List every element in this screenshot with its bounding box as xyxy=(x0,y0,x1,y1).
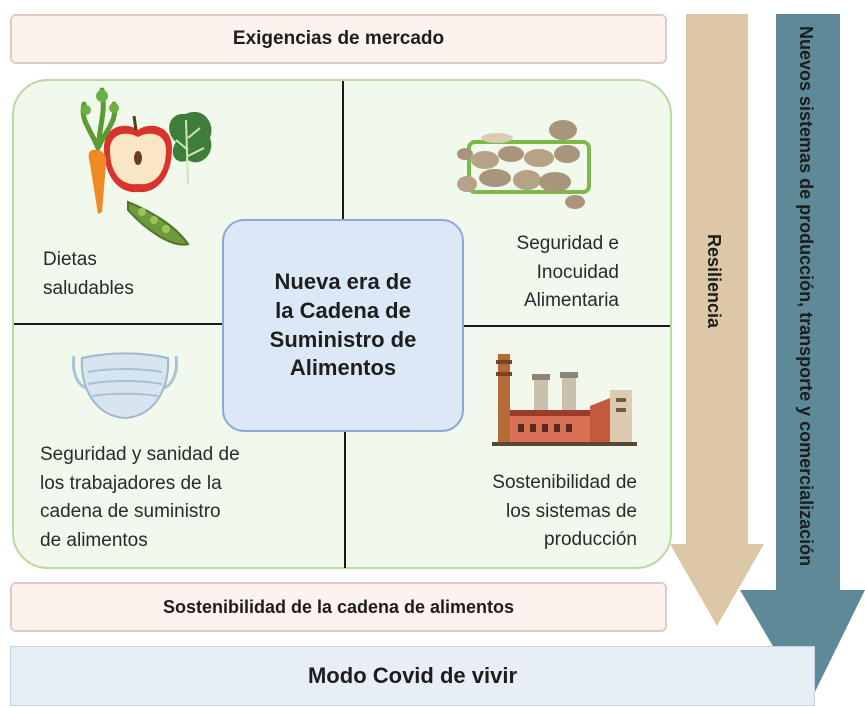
food-chain-sustainability-label: Sostenibilidad de la cadena de alimentos xyxy=(162,596,515,617)
center-box: Nueva era de la Cadena de Suministro de … xyxy=(222,219,464,432)
market-demands-bar: Exigencias de mercado xyxy=(10,14,667,64)
center-title: Nueva era de la Cadena de Suministro de … xyxy=(269,269,417,381)
divider-vertical-bottom xyxy=(344,432,346,568)
covid-living-bar: Modo Covid de vivir xyxy=(10,646,815,706)
divider-horizontal-right xyxy=(464,325,670,327)
face-mask-icon xyxy=(72,352,178,420)
divider-horizontal-left xyxy=(14,323,222,325)
covid-living-label: Modo Covid de vivir xyxy=(307,663,518,688)
production-sustainability-label: Sostenibilidad de los sistemas de produc… xyxy=(492,472,637,550)
resiliencia-arrow-shape xyxy=(670,14,764,626)
divider-vertical-top xyxy=(342,81,344,221)
resiliencia-label: Resiliencia xyxy=(704,234,724,329)
nuevos-sistemas-label: Nuevos sistemas de producción, transport… xyxy=(796,26,816,567)
worker-safety-label: Seguridad y sanidad de los trabajadores … xyxy=(40,444,240,551)
healthy-diets-label: Dietas saludables xyxy=(43,249,134,299)
nuevos-sistemas-arrow-shape xyxy=(740,14,865,706)
potatoes-icon xyxy=(457,120,591,209)
vegetables-icon xyxy=(80,87,212,246)
food-chain-sustainability-bar: Sostenibilidad de la cadena de alimentos xyxy=(10,582,667,632)
market-demands-label: Exigencias de mercado xyxy=(232,28,445,49)
factory-icon xyxy=(492,354,637,446)
food-safety-label: Seguridad e Inocuidad Alimentaria xyxy=(516,233,619,311)
